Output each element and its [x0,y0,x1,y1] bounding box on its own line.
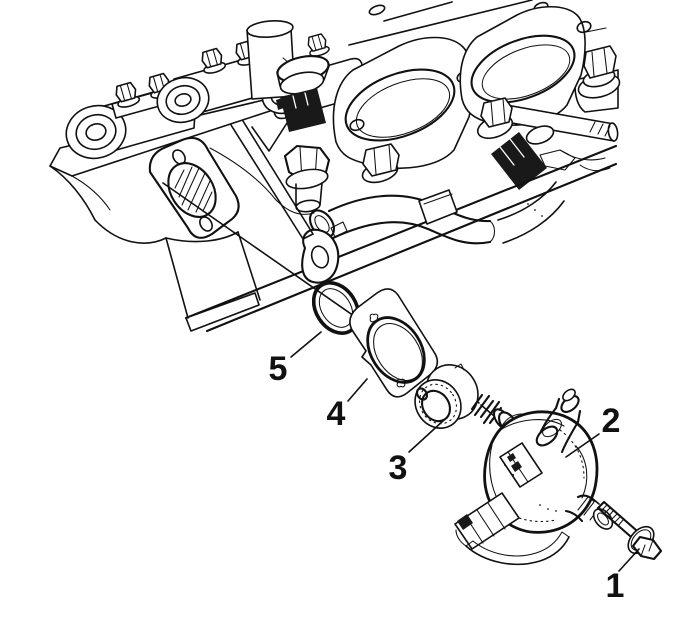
callout-2-label: 2 [602,402,621,440]
pump-spacer [414,363,479,429]
pump-mount-bracket [49,120,315,319]
seal-ring [311,281,361,335]
leader-line-3 [408,419,445,453]
leader-line-1 [618,548,640,572]
pump-mounting-pad [148,136,240,239]
injector-2-connector [491,132,547,190]
pump-gasket [349,288,439,398]
callout-4-label: 4 [327,395,346,433]
fuel-injector-2 [476,97,555,190]
fuel-injector-1 [276,55,331,213]
gasket-cutout-top [369,313,379,323]
injector-1-connector [280,88,326,132]
head-lower-edge [184,144,618,333]
callout-5-label: 5 [269,350,288,388]
pump-bolt [596,500,663,561]
callout-1-label: 1 [606,567,625,605]
gasket-cutout-bottom [396,378,406,388]
leader-line-5 [290,331,322,358]
callout-3-label: 3 [389,449,408,487]
pump-connector [454,492,520,550]
pump-label [499,442,543,488]
cylinder-head-illustration [49,0,621,333]
fuel-pump [454,388,614,566]
leader-line-4 [347,378,368,402]
bracket-ear [301,228,340,284]
leader-line-2 [565,433,600,458]
